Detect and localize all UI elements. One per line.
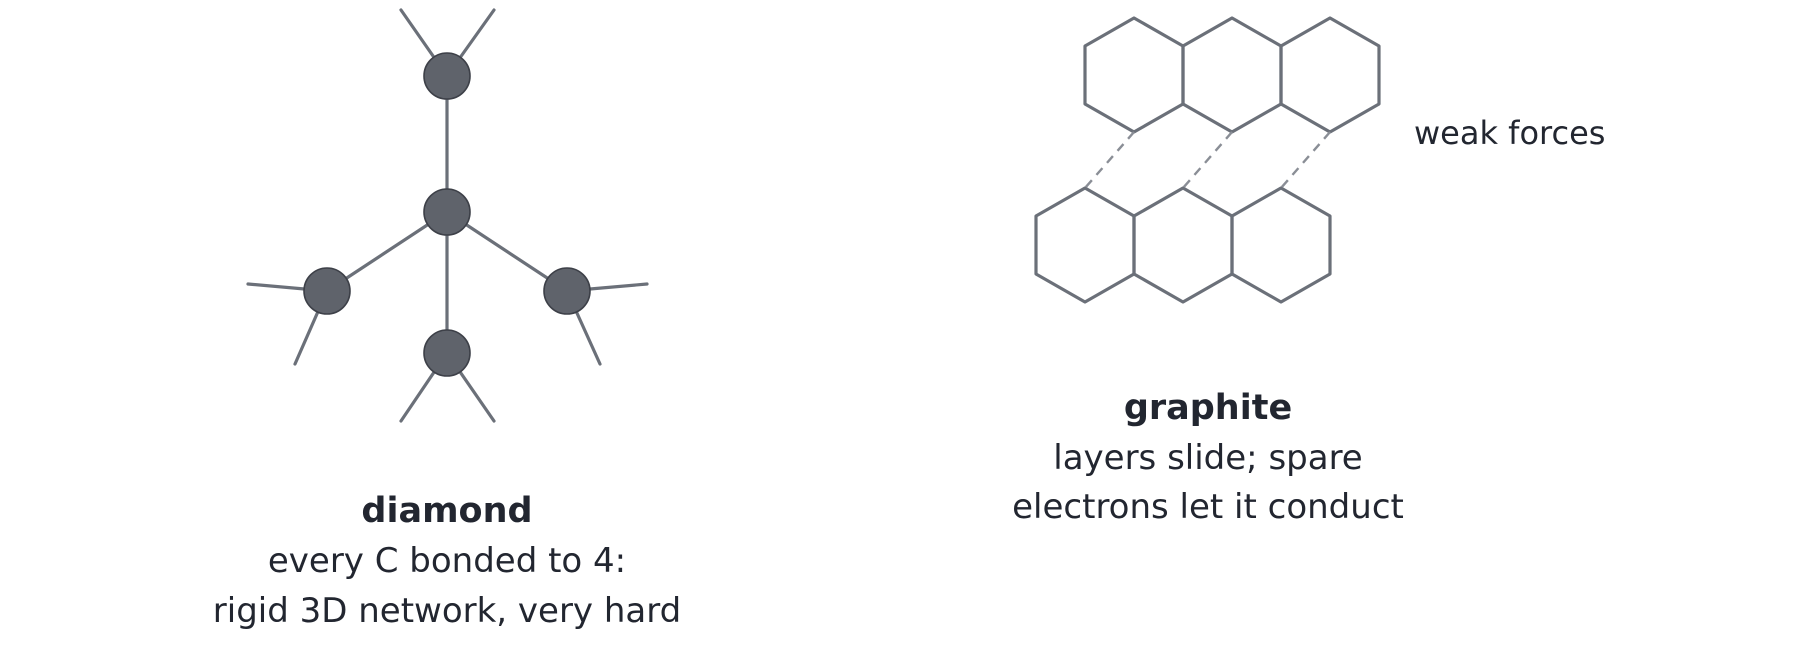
diamond-desc-line2: rigid 3D network, very hard — [213, 591, 681, 631]
diamond-title: diamond — [361, 491, 532, 531]
graphite-structure — [1034, 16, 1381, 304]
weak-force-line — [1182, 131, 1233, 189]
weak-interlayer-forces — [1084, 131, 1331, 189]
carbon-atom-center — [423, 188, 471, 236]
bond-center-right — [445, 210, 569, 293]
diamond-desc-line1: every C bonded to 4: — [268, 541, 626, 581]
weak-force-line — [1084, 131, 1135, 189]
carbon-atom-bottom — [423, 329, 471, 377]
hexagon-ring — [1230, 186, 1332, 304]
graphite-desc-line2: electrons let it conduct — [1012, 487, 1404, 527]
hexagon-ring — [1034, 186, 1136, 304]
hexagon-ring — [1279, 16, 1381, 134]
diamond-structure — [246, 8, 649, 423]
carbon-atom-top — [423, 52, 471, 100]
hexagon-ring — [1132, 186, 1234, 304]
graphite-layer-top — [1083, 16, 1381, 134]
hexagon-ring — [1181, 16, 1283, 134]
carbon-atom-right — [543, 267, 591, 315]
weak-forces-label: weak forces — [1414, 114, 1605, 152]
hexagon-ring — [1083, 16, 1185, 134]
graphite-title: graphite — [1124, 388, 1292, 428]
carbon-atom-left — [303, 267, 351, 315]
bond-center-left — [325, 210, 449, 293]
graphite-layer-bottom — [1034, 186, 1332, 304]
weak-force-line — [1280, 131, 1331, 189]
graphite-desc-line1: layers slide; spare — [1053, 438, 1362, 478]
